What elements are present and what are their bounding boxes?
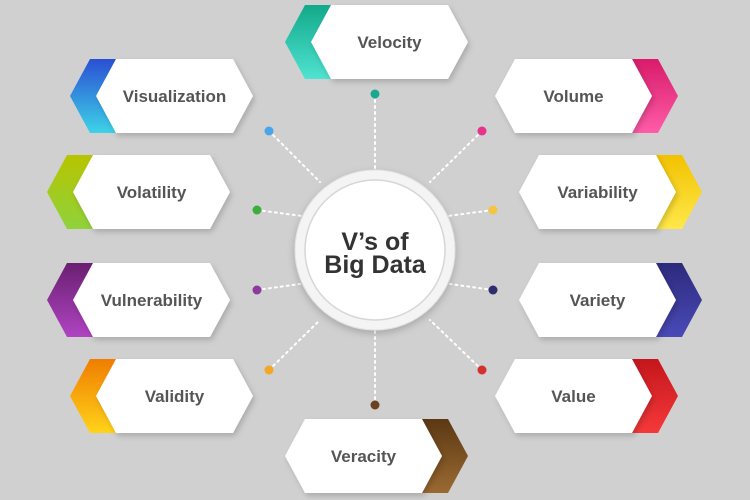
connector-line-volatility <box>256 209 303 217</box>
label-box-value <box>495 359 652 433</box>
connector-line-volume <box>429 130 483 183</box>
v-item-volatility: Volatility <box>47 155 230 229</box>
connector-line-value <box>429 319 483 371</box>
label-box-volatility <box>73 155 230 229</box>
v-item-variety: Variety <box>519 263 702 337</box>
connector-dot-volume <box>477 126 487 136</box>
connector-lines <box>256 93 494 406</box>
label-box-validity <box>96 359 253 433</box>
label-box-variability <box>519 155 676 229</box>
v-item-value: Value <box>495 359 678 433</box>
label-value: Value <box>551 387 595 406</box>
v-item-validity: Validity <box>70 359 253 433</box>
connector-line-variability <box>447 209 494 217</box>
label-veracity: Veracity <box>331 447 397 466</box>
connector-line-validity <box>268 319 321 371</box>
v-item-vulnerability: Vulnerability <box>47 263 230 337</box>
label-box-variety <box>519 263 676 337</box>
label-variety: Variety <box>570 291 626 310</box>
connector-dot-vulnerability <box>252 285 262 295</box>
connector-dot-volatility <box>252 205 262 215</box>
center-title-line2: Big Data <box>324 251 427 279</box>
v-item-velocity: Velocity <box>285 5 468 79</box>
label-box-visualization <box>96 59 253 133</box>
v-item-visualization: Visualization <box>70 59 253 133</box>
connector-line-variety <box>449 283 494 291</box>
v-item-variability: Variability <box>519 155 702 229</box>
connector-dot-visualization <box>264 126 274 136</box>
label-box-velocity <box>311 5 468 79</box>
v-item-volume: Volume <box>495 59 678 133</box>
label-box-vulnerability <box>73 263 230 337</box>
label-validity: Validity <box>145 387 205 406</box>
connector-dot-validity <box>264 365 274 375</box>
connector-dot-variability <box>488 205 498 215</box>
center-hub: V’s of Big Data <box>294 169 456 331</box>
connector-dot-veracity <box>370 400 380 410</box>
label-box-veracity <box>285 419 442 493</box>
center-title-line1: V’s of <box>341 228 409 256</box>
v-item-veracity: Veracity <box>285 419 468 493</box>
center-inner-circle <box>304 179 446 321</box>
connector-dot-value <box>477 365 487 375</box>
connector-dots <box>252 89 498 410</box>
connector-line-visualization <box>268 130 321 183</box>
label-box-volume <box>495 59 652 133</box>
connector-line-vulnerability <box>256 283 301 291</box>
label-variability: Variability <box>557 183 638 202</box>
connector-dot-variety <box>488 285 498 295</box>
label-visualization: Visualization <box>123 87 227 106</box>
label-velocity: Velocity <box>357 33 422 52</box>
connector-dot-velocity <box>370 89 380 99</box>
label-vulnerability: Vulnerability <box>101 291 203 310</box>
label-volatility: Volatility <box>117 183 187 202</box>
label-volume: Volume <box>543 87 603 106</box>
